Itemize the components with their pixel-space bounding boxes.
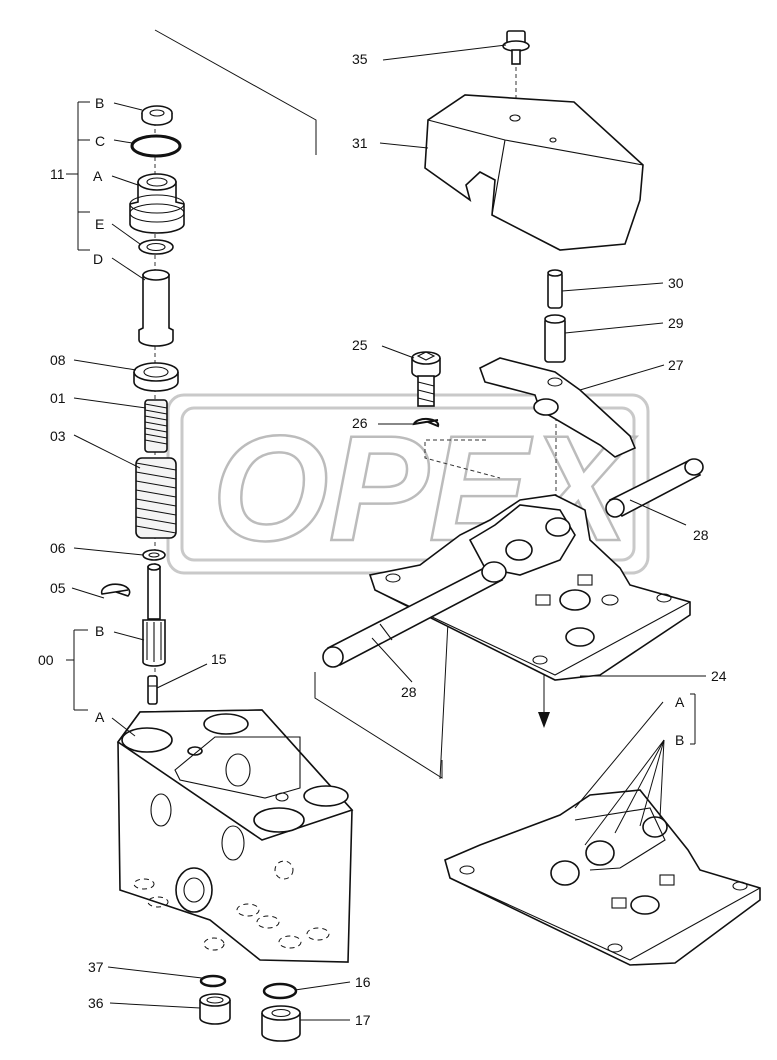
part-28-shaft-left [322, 561, 507, 668]
part-29-pin [544, 314, 566, 363]
label-05: 05 [50, 580, 66, 596]
label-group-11: 11 [50, 166, 65, 182]
label-15: 15 [211, 651, 227, 667]
part-15-pin [147, 675, 158, 705]
part-01-inner-spring [144, 399, 168, 453]
callout-labels: B C 11 A E D 08 01 03 06 05 B 00 15 A 37… [38, 51, 727, 1028]
label-30: 30 [668, 275, 684, 291]
label-06: 06 [50, 540, 66, 556]
part-17-plug [261, 1005, 301, 1042]
label-00-a: A [95, 709, 105, 725]
label-24-b: B [675, 732, 684, 748]
label-group-00: 00 [38, 652, 54, 668]
leader-lines [66, 44, 706, 1021]
label-35: 35 [352, 51, 368, 67]
part-16-oring [262, 982, 298, 1000]
part-35-bolt [502, 30, 530, 65]
label-29: 29 [668, 315, 684, 331]
part-11A-sleeve [129, 173, 185, 234]
part-26-washer [412, 417, 440, 428]
label-26: 26 [352, 415, 368, 431]
part-11C-oring [130, 134, 182, 158]
label-11-e: E [95, 216, 104, 232]
label-28-left: 28 [401, 684, 417, 700]
down-arrow [538, 674, 550, 728]
label-11-a: A [93, 168, 103, 184]
part-24-base-assembly [368, 494, 691, 681]
label-03: 03 [50, 428, 66, 444]
label-37: 37 [88, 959, 104, 975]
label-28-right: 28 [693, 527, 709, 543]
label-11-c: C [95, 133, 105, 149]
part-28-shaft-right [605, 458, 704, 518]
label-01: 01 [50, 390, 66, 406]
part-05-clip [100, 583, 131, 597]
label-31: 31 [352, 135, 368, 151]
label-16: 16 [355, 974, 371, 990]
part-08-seat [133, 362, 179, 392]
part-11E-ring [138, 239, 174, 255]
label-24-a: A [675, 694, 685, 710]
label-00-b: B [95, 623, 104, 639]
label-11-b: B [95, 95, 104, 111]
part-00B-spool [142, 563, 166, 667]
part-24-base-plate [444, 789, 761, 966]
part-27-lever [479, 357, 637, 458]
label-11-d: D [93, 251, 103, 267]
label-25: 25 [352, 337, 368, 353]
label-08: 08 [50, 352, 66, 368]
valve-body [116, 709, 354, 963]
part-11D-plunger [138, 269, 174, 347]
part-06-washer [142, 549, 166, 561]
part-11B-ring [141, 105, 173, 126]
part-25-bolt [411, 351, 441, 407]
part-31-cover [424, 94, 644, 251]
label-36: 36 [88, 995, 104, 1011]
part-36-plug [199, 993, 231, 1025]
label-17: 17 [355, 1012, 371, 1028]
part-03-outer-spring [135, 457, 177, 539]
part-37-oring [199, 974, 227, 988]
label-27: 27 [668, 357, 684, 373]
label-24: 24 [711, 668, 727, 684]
part-30-pin [547, 269, 563, 309]
